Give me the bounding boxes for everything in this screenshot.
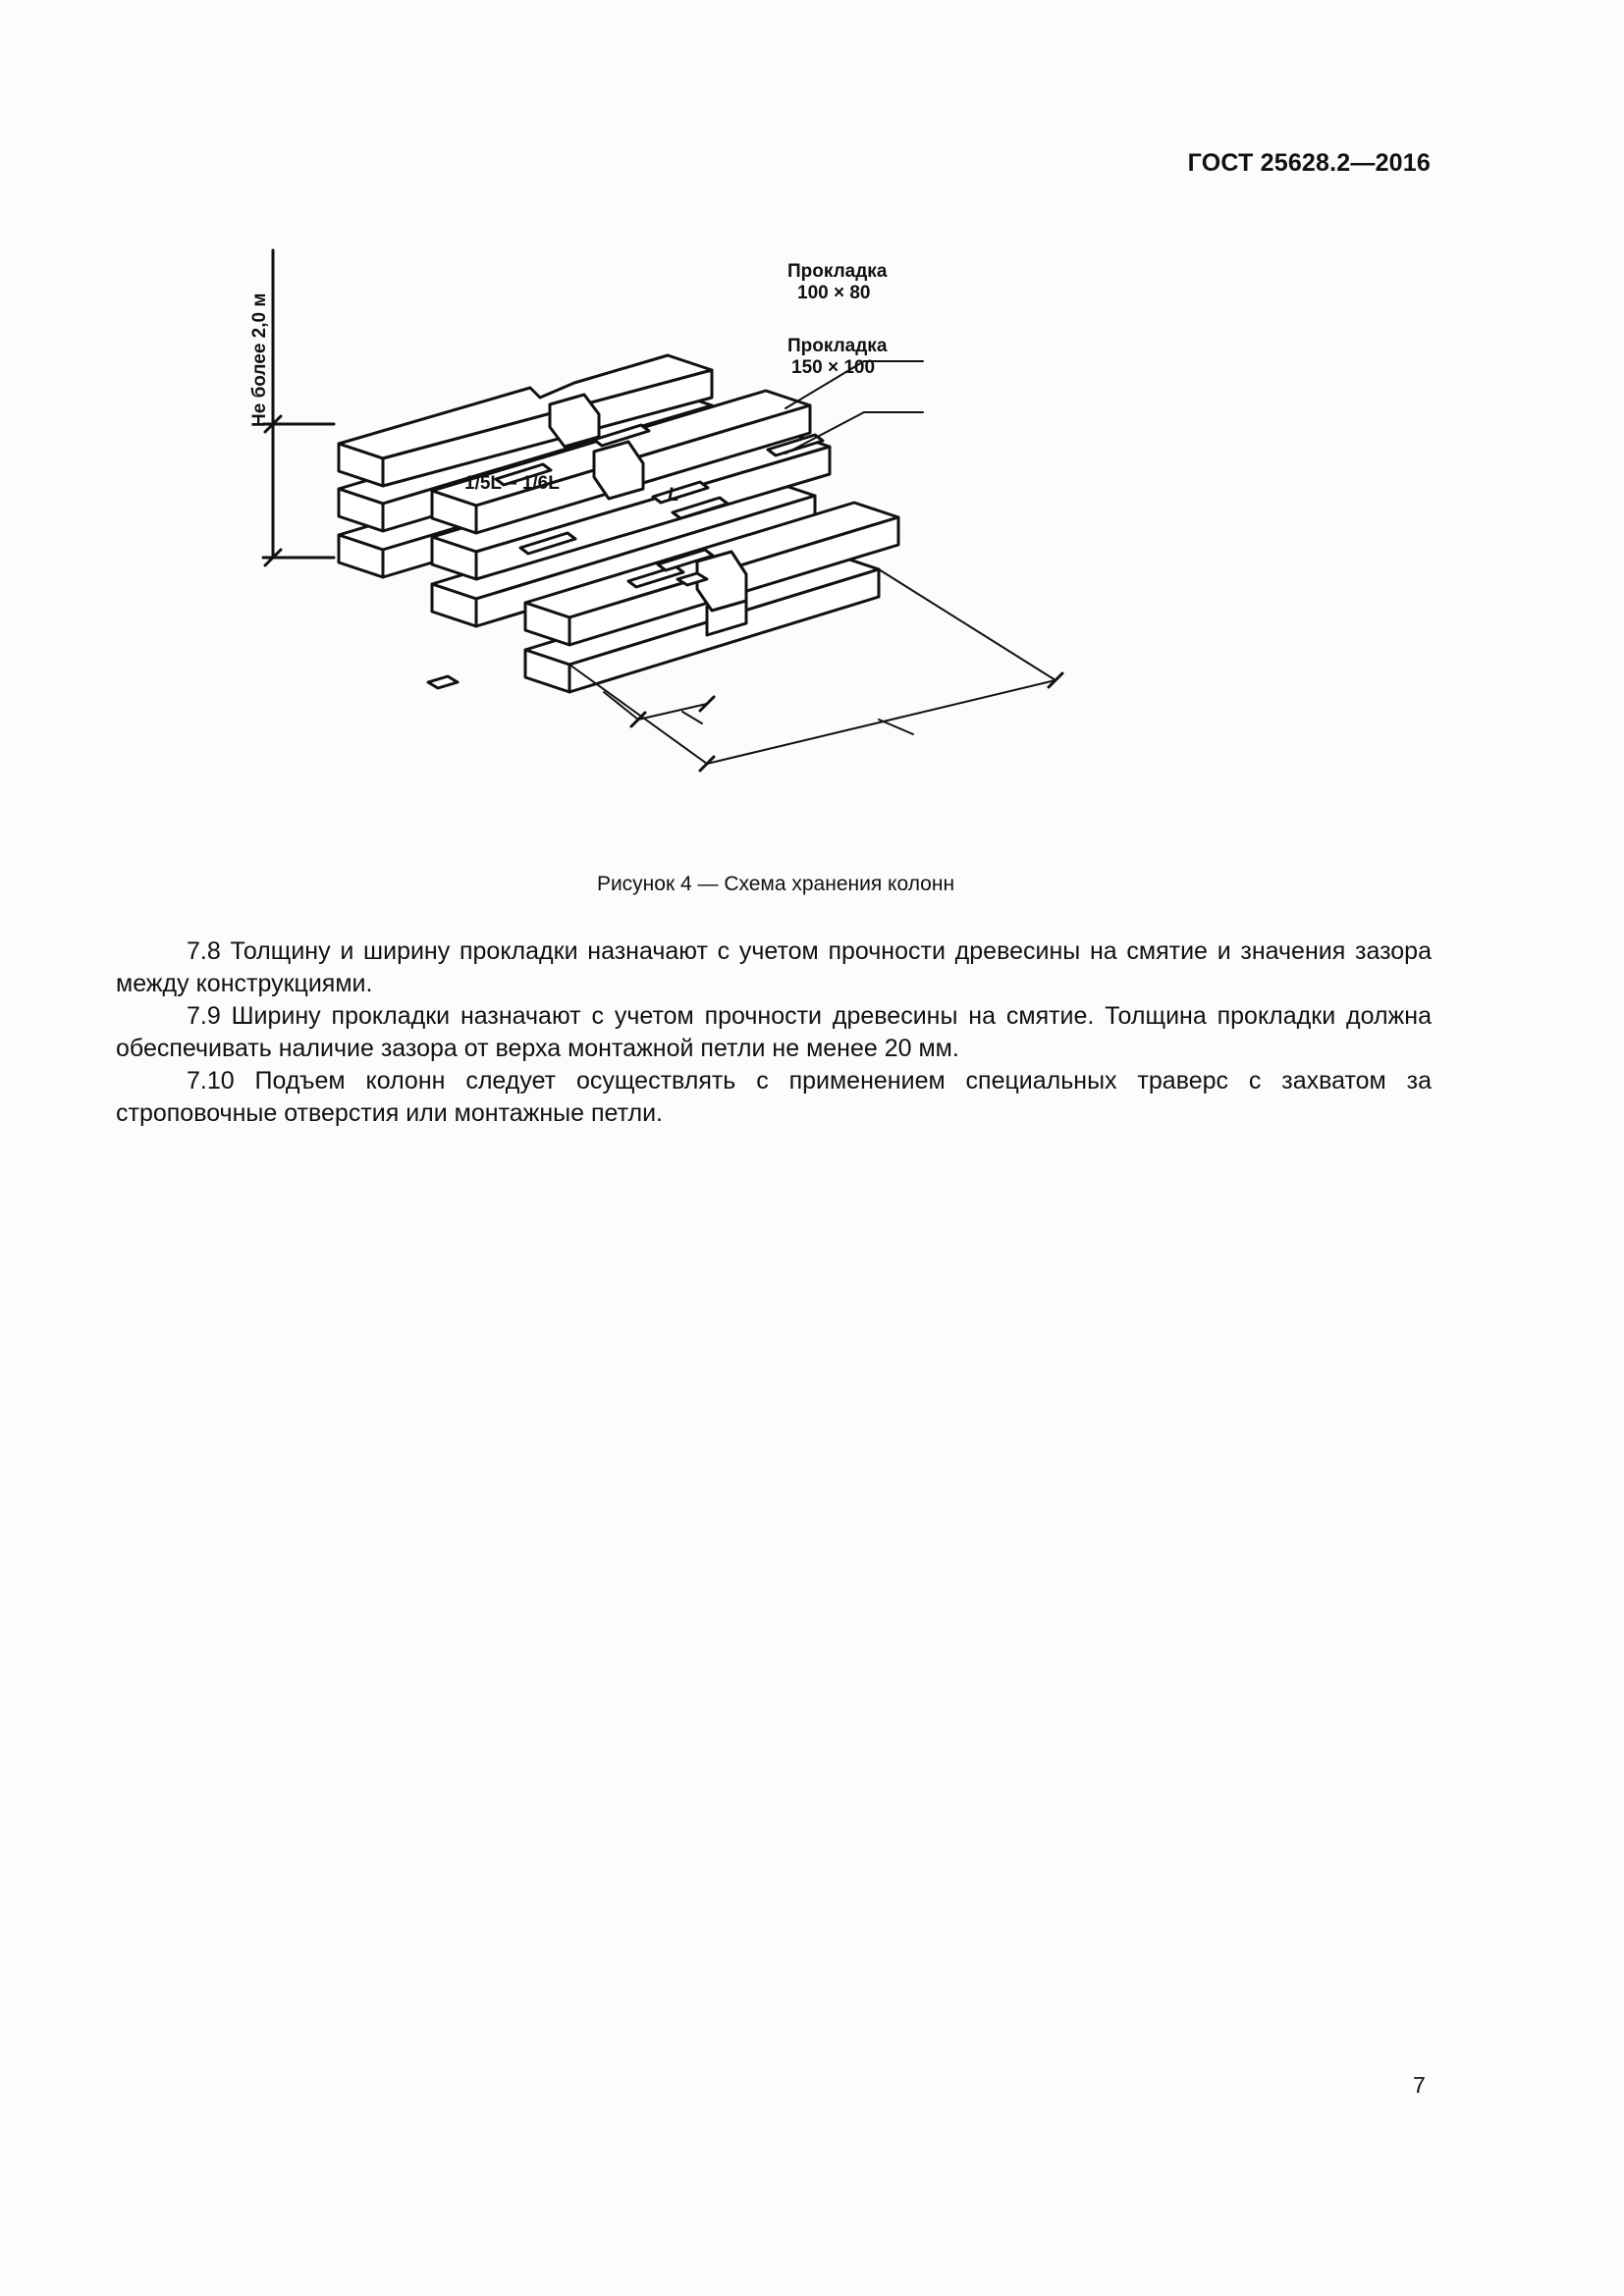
height-tick-top: [263, 414, 283, 434]
spacer-100x80-group: [494, 423, 825, 589]
pad1-title-label: Прокладка: [787, 261, 888, 282]
offset-extension-left: [603, 691, 639, 721]
pad1-size-label: 100 × 80: [797, 283, 871, 303]
column-top-back: [337, 353, 714, 488]
paragraph-7-9: 7.9 Ширину прокладки назначают с учетом …: [116, 1002, 1432, 1062]
length-label-leader: [878, 719, 914, 735]
page-number: 7: [1413, 2072, 1426, 2098]
offset-dimension-label: 1/5L – 1/6L: [464, 473, 560, 494]
length-extension-left: [568, 664, 708, 765]
offset-tick-right: [698, 695, 716, 713]
body-text: 7.8 Толщину и ширину прокладки назначают…: [116, 935, 1432, 1130]
column-storage-diagram: Не более 2,0 м Прокладка 100 × 80 Прокла…: [249, 248, 1064, 773]
column-storage-figure: Не более 2,0 м Прокладка 100 × 80 Прокла…: [236, 236, 1257, 805]
figure-caption: Рисунок 4 — Схема хранения колонн: [596, 873, 955, 895]
offset-dimension-line: [637, 703, 708, 721]
pad2-leader-line: [785, 411, 865, 454]
length-tick-left: [698, 755, 716, 773]
document-header: ГОСТ 25628.2—2016: [1187, 149, 1431, 177]
height-tick-bottom: [263, 548, 283, 567]
length-tick-right: [1047, 671, 1064, 689]
pad1-leader-line: [785, 360, 865, 409]
length-dimension-label: L: [668, 485, 679, 506]
length-dimension-line: [706, 679, 1056, 765]
paragraph-7-8: 7.8 Толщину и ширину прокладки назначают…: [116, 937, 1432, 997]
paragraph-7-10: 7.10 Подъем колонн следует осуществлять …: [116, 1067, 1432, 1127]
length-extension-right: [878, 568, 1056, 681]
pad2-size-label: 150 × 100: [791, 357, 875, 378]
offset-label-leader: [681, 711, 703, 724]
column-bottom-front: [523, 553, 881, 694]
column-middle-front: [523, 501, 900, 647]
offset-tick-left: [629, 711, 647, 728]
spacer-150x100-group: [426, 571, 709, 690]
height-limit-label: Не более 2,0 м: [249, 294, 270, 427]
pad2-title-label: Прокладка: [787, 336, 888, 356]
